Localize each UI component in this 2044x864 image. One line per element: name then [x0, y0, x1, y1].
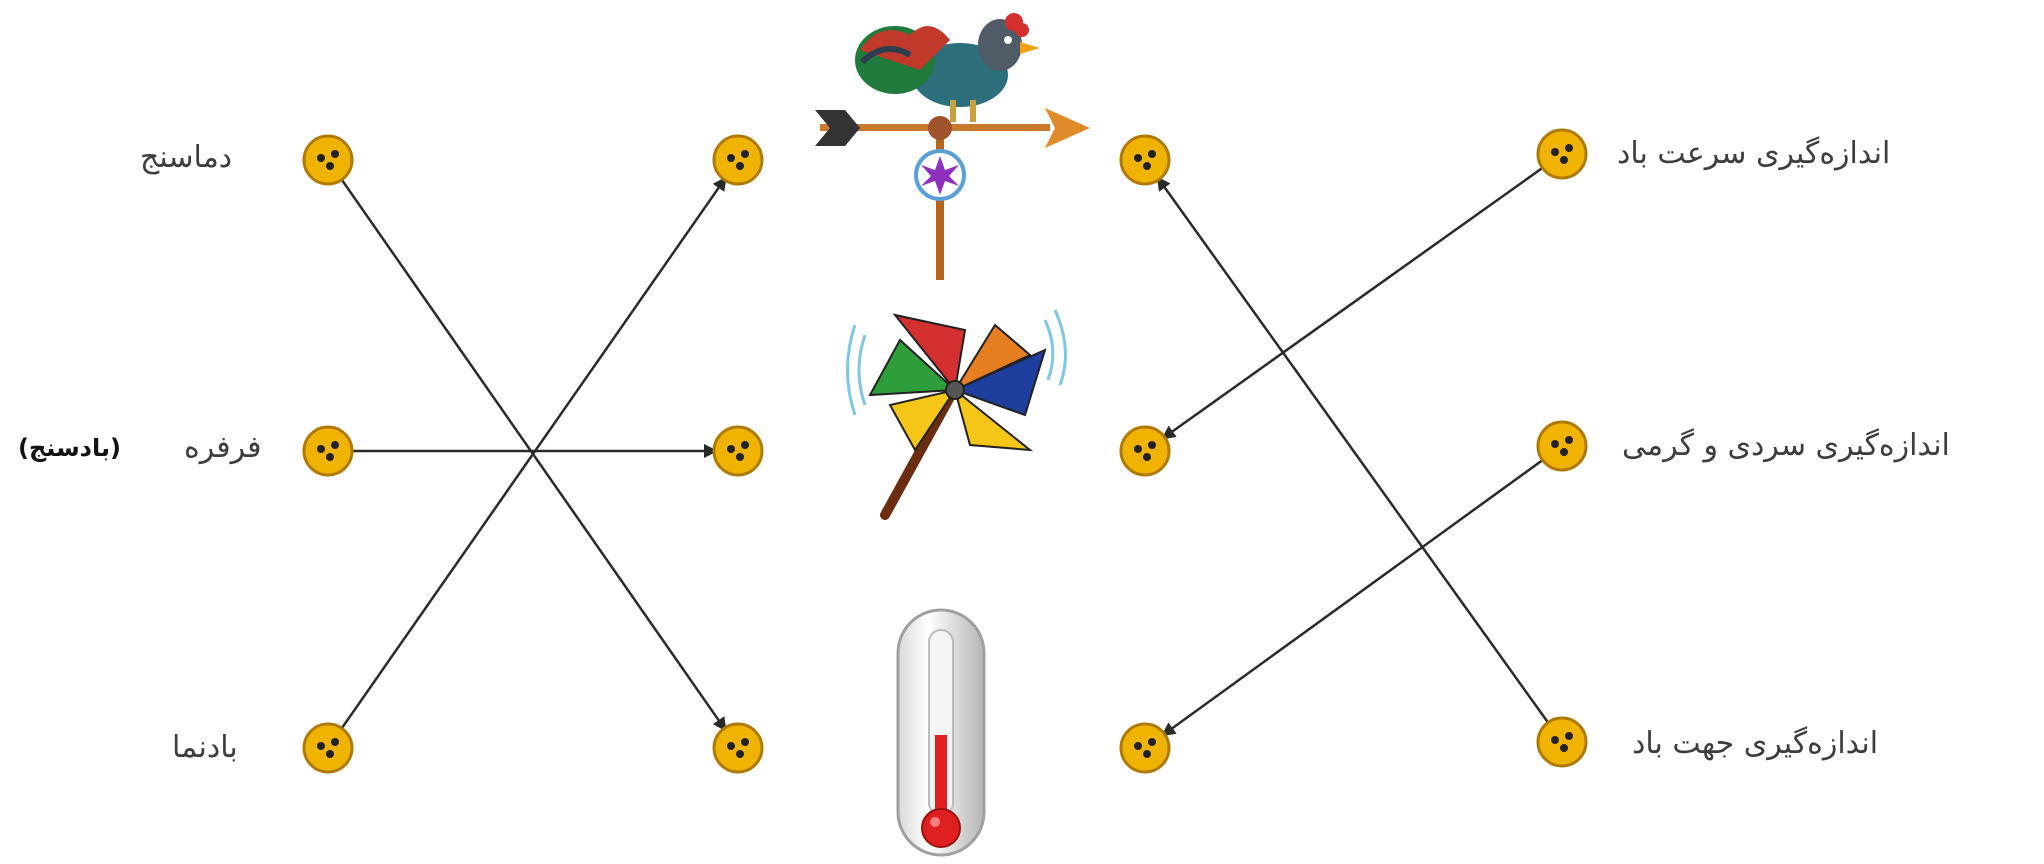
dot-img-0 [712, 134, 764, 186]
connection-line-0 [331, 165, 727, 732]
right-label-hot-cold: اندازه‌گیری سردی و گرمی [1622, 428, 1950, 463]
dot-left-0 [302, 134, 354, 186]
dot-left-1 [302, 425, 354, 477]
right-label-wind-direction: اندازه‌گیری جهت باد [1632, 726, 1879, 761]
dot-img-2 [712, 722, 764, 774]
left-label-weather-vane: بادنما [172, 730, 238, 765]
connection-line-5 [1156, 176, 1559, 737]
left-label-thermometer: دماسنج [140, 140, 233, 175]
thermometer-icon [896, 608, 986, 857]
pinwheel-icon [846, 309, 1067, 520]
dot-left-2 [302, 722, 354, 774]
connection-dots [302, 128, 1588, 774]
connection-line-3 [1161, 157, 1557, 440]
dot-imgr-0 [1119, 134, 1171, 186]
connection-lines [331, 157, 1559, 743]
connection-line-4 [1161, 449, 1557, 737]
weather-vane-icon [815, 13, 1090, 280]
right-label-wind-speed: اندازه‌گیری سرعت باد [1617, 136, 1891, 171]
dot-img-1 [712, 425, 764, 477]
left-label-pinwheel: فرفره [184, 430, 262, 465]
dot-right-1 [1536, 420, 1588, 472]
dot-right-2 [1536, 716, 1588, 768]
dot-imgr-2 [1119, 722, 1171, 774]
dot-right-0 [1536, 128, 1588, 180]
connection-line-2 [331, 176, 727, 743]
left-note-anemometer: (بادسنج) [18, 434, 121, 462]
dot-imgr-1 [1119, 425, 1171, 477]
